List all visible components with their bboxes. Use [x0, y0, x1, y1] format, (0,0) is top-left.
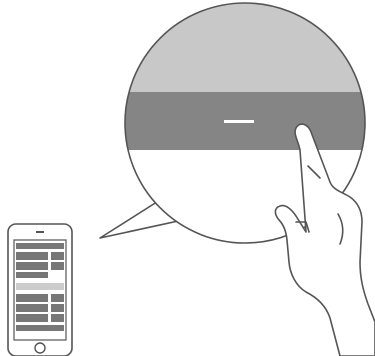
screen-block — [51, 294, 64, 302]
smartphone-icon — [8, 224, 72, 356]
screen-block — [51, 304, 64, 312]
screen-block — [16, 272, 48, 278]
dash-mark — [224, 120, 254, 123]
screen-block — [16, 252, 48, 260]
phone-home-button — [35, 343, 45, 353]
screen-header — [16, 243, 64, 249]
screen-footer — [16, 325, 64, 331]
screen-block — [16, 314, 48, 322]
screen-block — [16, 262, 48, 270]
screen-block — [51, 314, 64, 322]
bubble-top-band — [120, 0, 370, 92]
phone-earpiece — [36, 231, 44, 233]
screen-block — [16, 294, 48, 302]
screen-block — [51, 262, 64, 270]
screen-block — [51, 252, 64, 260]
screen-block — [16, 304, 48, 312]
screen-highlight — [16, 283, 64, 290]
